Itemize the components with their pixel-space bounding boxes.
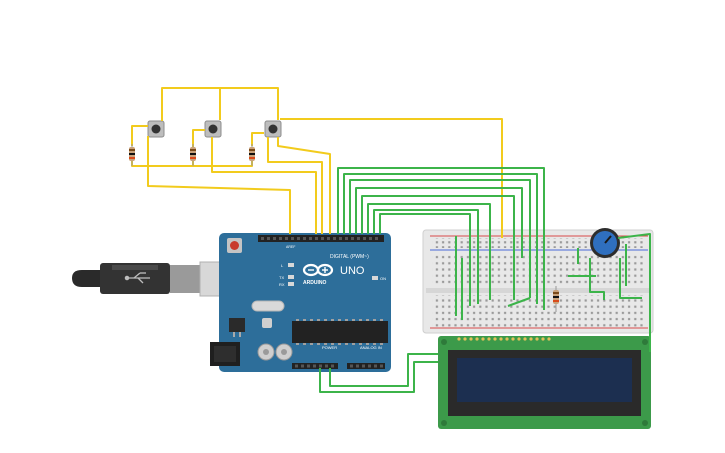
- arduino-uno-board[interactable]: AREF DIGITAL (PWM~) L TX RX ON UNO ARDUI…: [210, 233, 391, 372]
- board-model-label: UNO: [340, 265, 365, 277]
- l-led: [288, 263, 294, 267]
- tx-led-label: TX: [279, 275, 284, 280]
- rx-led: [288, 282, 294, 286]
- digital-header-label: DIGITAL (PWM~): [330, 254, 369, 260]
- l-led-label: L: [281, 263, 284, 268]
- green-wires[interactable]: [319, 167, 651, 393]
- resistor[interactable]: [553, 286, 559, 312]
- resistor[interactable]: [249, 144, 255, 166]
- push-button-2[interactable]: [204, 120, 222, 138]
- tx-led: [288, 275, 294, 279]
- aref-label: AREF: [286, 245, 295, 249]
- yellow-wires[interactable]: [131, 87, 503, 238]
- reset-button[interactable]: [227, 238, 242, 253]
- on-led: [372, 276, 378, 280]
- rx-led-label: RX: [279, 282, 285, 287]
- crystal-oscillator: [251, 300, 285, 312]
- resistor[interactable]: [129, 144, 135, 166]
- usb-icon: [124, 272, 150, 284]
- board-brand-label: ARDUINO: [303, 280, 326, 286]
- dc-jack[interactable]: [210, 342, 240, 366]
- push-button-3[interactable]: [264, 120, 282, 138]
- atmega-chip: [292, 319, 388, 345]
- analog-header-label: ANALOG IN: [360, 345, 382, 350]
- lcd-screen: [457, 358, 632, 402]
- lcd-16x2[interactable]: [438, 336, 651, 429]
- potentiometer[interactable]: [590, 228, 620, 258]
- power-header-label: POWER: [322, 345, 337, 350]
- push-button-1[interactable]: [147, 120, 165, 138]
- on-led-label: ON: [380, 276, 386, 281]
- voltage-regulator: [229, 318, 245, 332]
- resistor[interactable]: [190, 144, 196, 166]
- usb-cable[interactable]: [72, 261, 231, 297]
- arduino-logo-icon: [302, 263, 334, 277]
